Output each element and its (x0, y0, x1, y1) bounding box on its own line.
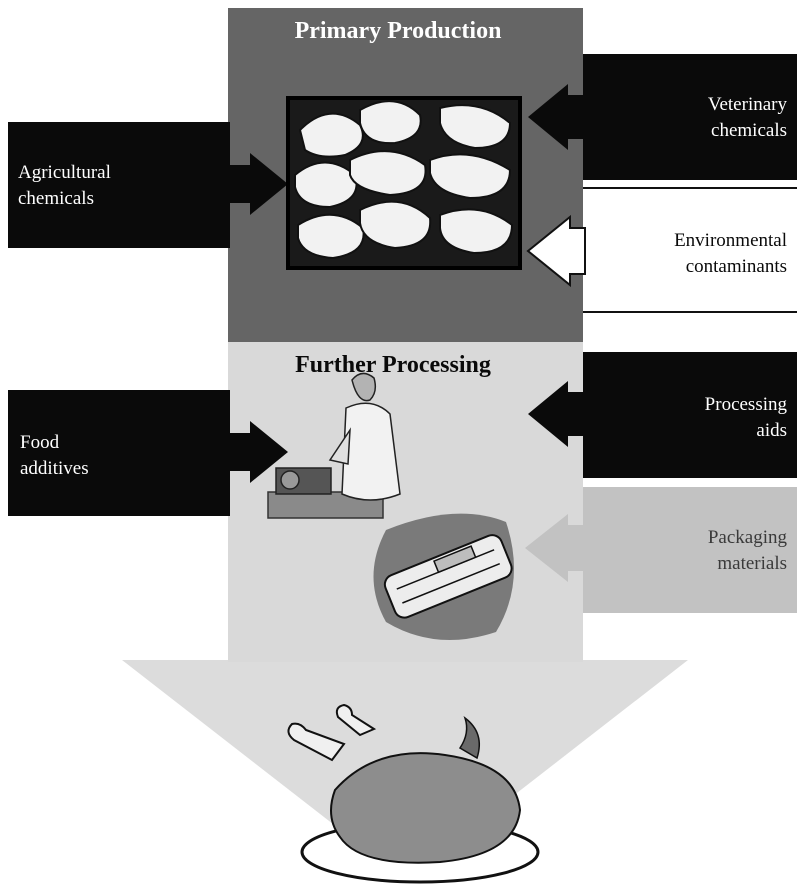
processing-aids-label: Processing aids (704, 394, 787, 441)
food-additives-box (8, 390, 230, 516)
environmental-contaminants-label: Environmental contaminants (674, 230, 787, 277)
packaging-arrow (525, 514, 583, 582)
veterinary-chemicals-box (583, 54, 797, 180)
processing-aids-box (583, 352, 797, 478)
packaging-materials-label: Packaging materials (707, 527, 787, 574)
primary-production-title: Primary Production (294, 18, 502, 44)
environmental-contaminants-box (583, 187, 797, 313)
agricultural-arrow (230, 153, 288, 215)
environmental-arrow (526, 214, 586, 288)
veterinary-chemicals-label: Veterinary chemicals (707, 94, 787, 141)
further-processing-title: Further Processing (295, 352, 491, 378)
agricultural-chemicals-label: Agricultural chemicals (18, 162, 111, 209)
packaging-materials-box (583, 487, 797, 613)
agricultural-chemicals-box (8, 122, 230, 248)
food-additives-label: Food additives (20, 432, 89, 479)
veterinary-arrow (528, 84, 583, 150)
food-additives-arrow (230, 421, 288, 483)
processing-aids-arrow (528, 381, 583, 447)
